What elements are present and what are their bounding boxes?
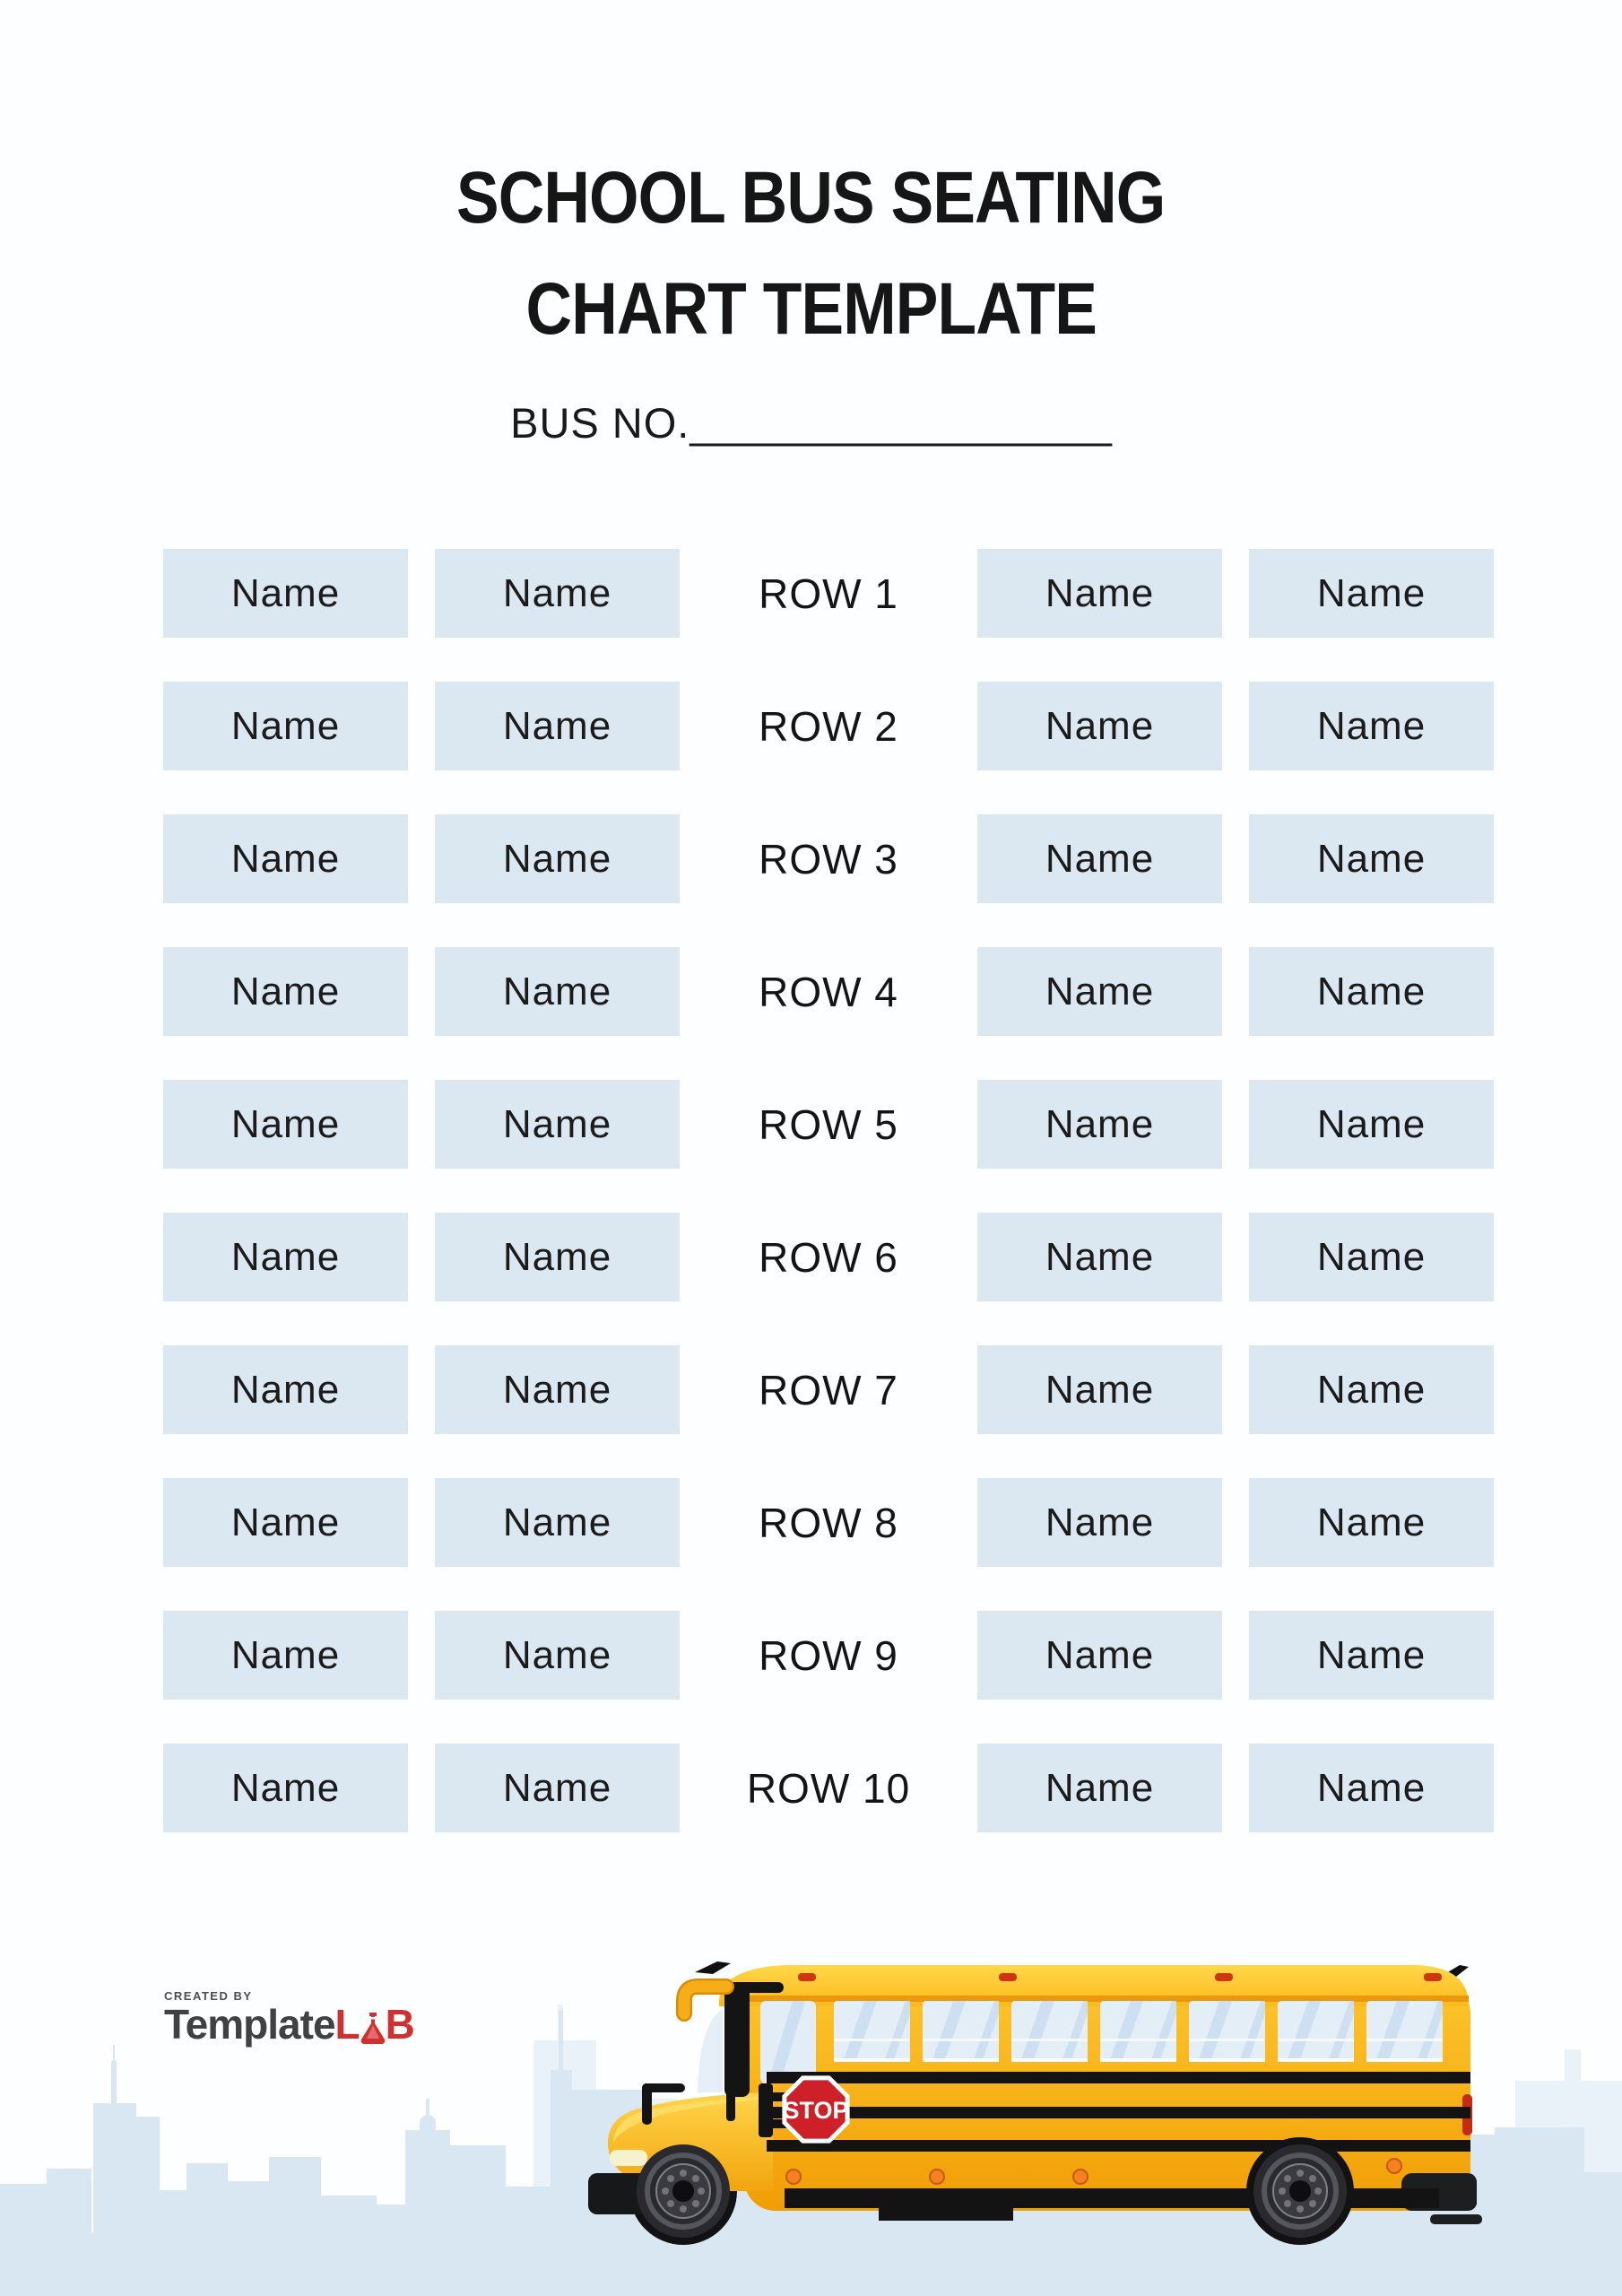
side-marker-light	[1072, 2169, 1089, 2185]
windshield	[698, 2009, 723, 2092]
bus-stripe	[767, 2107, 1470, 2118]
seat-name-box[interactable]: Name	[163, 1478, 408, 1567]
seat-name-box[interactable]: Name	[977, 549, 1222, 638]
seat-name-box[interactable]: Name	[1249, 1080, 1494, 1169]
stop-sign: STOP	[759, 2075, 850, 2144]
row-label: ROW 3	[759, 835, 898, 883]
row-label: ROW 5	[759, 1100, 898, 1148]
seat-name-box[interactable]: Name	[977, 1611, 1222, 1700]
seat-name-box[interactable]: Name	[163, 947, 408, 1036]
bus-roof-shadow	[726, 1996, 1469, 2002]
bus-number-label: BUS NO.	[510, 399, 690, 447]
driver-window-streak	[768, 2001, 805, 2083]
seat-name-box[interactable]: Name	[1249, 549, 1494, 638]
front-wheel	[637, 2144, 730, 2238]
bus-stripe	[767, 2140, 1470, 2152]
seat-name-box[interactable]: Name	[1249, 1478, 1494, 1567]
bus-roof-fin-front	[695, 1961, 731, 1974]
seat-name-box[interactable]: Name	[1249, 1345, 1494, 1434]
row-label: ROW 1	[759, 570, 898, 617]
underbody-step-box	[879, 2188, 1013, 2221]
side-marker-light	[785, 2169, 802, 2185]
row-label: ROW 7	[759, 1366, 898, 1413]
seat-name-box[interactable]: Name	[977, 1478, 1222, 1567]
seat-name-box[interactable]: Name	[977, 1345, 1222, 1434]
door-frame-bar	[726, 2091, 735, 2121]
seat-name-box[interactable]: Name	[435, 947, 680, 1036]
seat-name-box[interactable]: Name	[977, 947, 1222, 1036]
created-by-label: CREATED BY	[164, 1989, 253, 2003]
row-label: ROW 10	[746, 1764, 911, 1812]
page-title-line-1: SCHOOL BUS SEATING	[0, 161, 1622, 235]
seat-name-box[interactable]: Name	[163, 1345, 408, 1434]
brand-template-text: Template	[164, 2001, 336, 2048]
page-title: SCHOOL BUS SEATING	[456, 157, 1166, 239]
roof-marker-light	[999, 1973, 1017, 1981]
crossing-guard-arm-fill	[678, 1980, 733, 2020]
seat-name-box[interactable]: Name	[977, 814, 1222, 903]
side-marker-light	[929, 2169, 945, 2185]
seat-name-box[interactable]: Name	[977, 682, 1222, 770]
row-label: ROW 8	[759, 1499, 898, 1546]
exhaust-pipe	[1430, 2214, 1482, 2224]
seat-name-box[interactable]: Name	[1249, 947, 1494, 1036]
mirror-top-bar	[724, 1982, 784, 1993]
stop-sign-text: STOP	[783, 2097, 848, 2124]
school-bus-illustration: STOP	[588, 1961, 1482, 2245]
bus-number-blank-field[interactable]: __________________	[690, 399, 1112, 447]
roof-marker-light	[1215, 1973, 1233, 1981]
seat-name-box[interactable]: Name	[435, 1611, 680, 1700]
seat-name-box[interactable]: Name	[163, 1744, 408, 1832]
seat-name-box[interactable]: Name	[1249, 814, 1494, 903]
seat-name-box[interactable]: Name	[435, 1213, 680, 1301]
seat-name-box[interactable]: Name	[435, 814, 680, 903]
seat-name-box[interactable]: Name	[163, 1080, 408, 1169]
seat-name-box[interactable]: Name	[435, 1478, 680, 1567]
row-label: ROW 6	[759, 1233, 898, 1281]
row-label: ROW 4	[759, 968, 898, 1015]
seat-name-box[interactable]: Name	[435, 1345, 680, 1434]
row-label: ROW 2	[759, 702, 898, 750]
seat-name-box[interactable]: Name	[163, 682, 408, 770]
seating-grid: Name Name ROW 1 Name Name Name Name ROW …	[163, 549, 1494, 1832]
seat-name-box[interactable]: Name	[977, 1213, 1222, 1301]
rear-wheel	[1253, 2144, 1347, 2238]
seat-name-box[interactable]: Name	[1249, 1744, 1494, 1832]
seat-name-box[interactable]: Name	[1249, 682, 1494, 770]
headlight	[610, 2150, 647, 2166]
seat-name-box[interactable]: Name	[435, 549, 680, 638]
page-title: CHART TEMPLATE	[525, 268, 1097, 350]
roof-marker-light	[798, 1973, 816, 1981]
brand-b-text: B	[385, 2001, 415, 2048]
seat-name-box[interactable]: Name	[435, 1080, 680, 1169]
roof-marker-light	[1424, 1973, 1442, 1981]
seat-name-box[interactable]: Name	[435, 682, 680, 770]
bus-stripe	[767, 2072, 1470, 2083]
seat-name-box[interactable]: Name	[163, 1213, 408, 1301]
side-marker-light	[1386, 2158, 1402, 2174]
brand-l-text: L	[334, 2001, 360, 2048]
hood-mirror-arm-v	[642, 2083, 652, 2125]
flask-icon	[360, 2013, 385, 2044]
row-label: ROW 9	[759, 1631, 898, 1679]
bus-number-line: BUS NO.__________________	[0, 402, 1622, 444]
seat-name-box[interactable]: Name	[1249, 1611, 1494, 1700]
seat-name-box[interactable]: Name	[1249, 1213, 1494, 1301]
seat-name-box[interactable]: Name	[163, 549, 408, 638]
page-title-line-2: CHART TEMPLATE	[0, 273, 1622, 346]
seat-name-box[interactable]: Name	[163, 814, 408, 903]
window-pillar	[724, 1982, 750, 2097]
seat-name-box[interactable]: Name	[977, 1080, 1222, 1169]
seat-name-box[interactable]: Name	[977, 1744, 1222, 1832]
hood-mirror-arm-h	[642, 2083, 685, 2092]
seat-name-box[interactable]: Name	[435, 1744, 680, 1832]
seat-name-box[interactable]: Name	[163, 1611, 408, 1700]
